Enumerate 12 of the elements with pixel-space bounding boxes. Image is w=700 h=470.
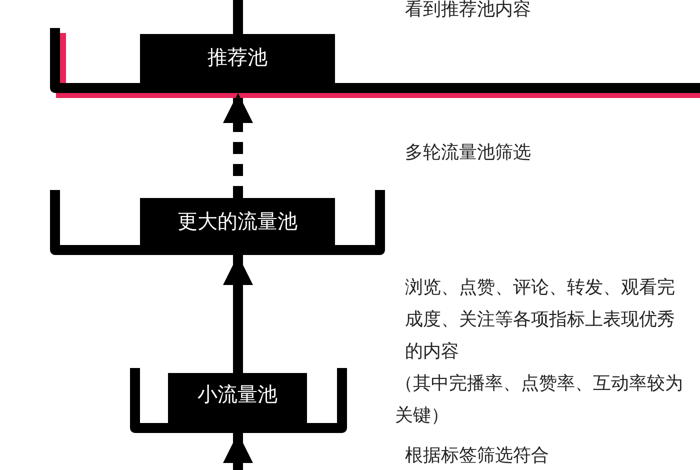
pool-name: 小流量池 bbox=[198, 381, 278, 408]
flow-arrow bbox=[223, 433, 253, 470]
flow-arrow bbox=[223, 255, 253, 373]
note-text: 多轮流量池筛选 bbox=[405, 141, 532, 165]
connector-line bbox=[233, 0, 243, 34]
note-text: （其中完播率、点赞率、互动率较为关键） bbox=[395, 372, 684, 428]
note-text: 看到推荐池内容 bbox=[405, 0, 532, 22]
pool-name: 更大的流量池 bbox=[178, 208, 298, 235]
flow-arrow bbox=[223, 93, 253, 198]
note-text: 浏览、点赞、评论、转发、观看完成度、关注等各项指标上表现优秀的内容 bbox=[405, 276, 676, 364]
note-text: 根据标签筛选符合 bbox=[405, 444, 550, 468]
pool-name: 推荐池 bbox=[208, 44, 268, 71]
